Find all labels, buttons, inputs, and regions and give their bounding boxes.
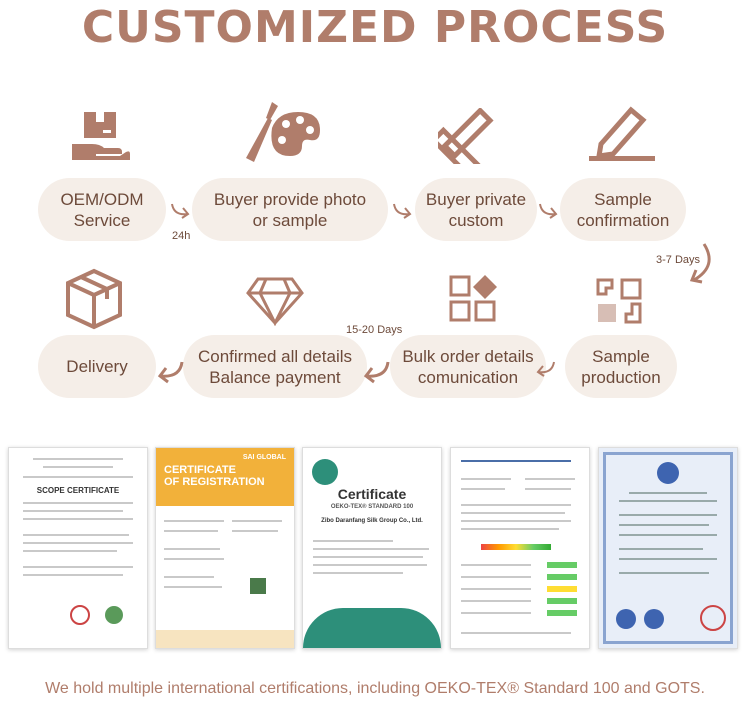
- pen-sign-icon: [589, 106, 655, 161]
- cas-logo-icon: [644, 609, 664, 629]
- step-delivery: Delivery: [38, 335, 156, 398]
- note-3-7-days: 3-7 Days: [656, 254, 701, 266]
- note-15-20-days: 15-20 Days: [346, 324, 403, 336]
- certificate-test-report: [450, 447, 590, 649]
- arrow-down-turn-icon: [689, 243, 711, 284]
- certificate-company: Zibo Daranfang Silk Group Co., Ltd.: [321, 518, 423, 524]
- arrow-right-icon: [393, 203, 412, 219]
- step-oem-odm-service: OEM/ODM Service: [38, 178, 166, 241]
- certificate-heading: SCOPE CERTIFICATE: [36, 486, 120, 495]
- footer-text: We hold multiple international certifica…: [45, 680, 705, 697]
- certificate-heading: CERTIFICATE OF REGISTRATION: [164, 464, 265, 488]
- certificate-heading: Certificate: [337, 486, 407, 502]
- certificate-oeko-tex: Certificate OEKO-TEX® STANDARD 100 Zibo …: [302, 447, 442, 649]
- box-hand-icon: [72, 112, 130, 160]
- certificate-brand: SAI GLOBAL: [242, 454, 286, 461]
- certificate-registration: SAI GLOBAL CERTIFICATE OF REGISTRATION: [155, 447, 295, 649]
- diamond-icon: [246, 277, 304, 326]
- fsc-logo-icon: [250, 578, 266, 594]
- note-24h: 24h: [172, 230, 191, 242]
- shapes-icon: [596, 278, 642, 324]
- seal-icon: [70, 605, 90, 625]
- grid-diamond-icon: [449, 275, 497, 322]
- emblem-icon: [657, 462, 679, 484]
- arrow-right-icon: [171, 203, 190, 219]
- certificate-scope: SCOPE CERTIFICATE: [8, 447, 148, 649]
- certificate-standard: OEKO-TEX® STANDARD 100: [330, 504, 414, 510]
- logo-icon: [105, 606, 123, 624]
- certificate-quality-management: [598, 447, 738, 649]
- step-bulk-order-details: Bulk order details comunication: [390, 335, 546, 398]
- arrow-left-icon: [157, 361, 184, 384]
- pencil-ruler-icon: [438, 108, 494, 164]
- palette-icon: [246, 102, 320, 162]
- arrow-right-icon: [539, 203, 558, 219]
- seal-icon: [700, 605, 726, 631]
- arrow-left-icon: [363, 361, 390, 384]
- package-icon: [66, 268, 122, 330]
- page-title: CUSTOMIZED PROCESS: [81, 2, 669, 53]
- step-buyer-provide-photo: Buyer provide photo or sample: [192, 178, 388, 241]
- step-confirmed-balance-payment: Confirmed all details Balance payment: [183, 335, 367, 398]
- iaf-logo-icon: [616, 609, 636, 629]
- step-buyer-private-custom: Buyer private custom: [415, 178, 537, 241]
- arrow-left-icon: [536, 361, 555, 377]
- step-sample-confirmation: Sample confirmation: [560, 178, 686, 241]
- step-sample-production: Sample production: [565, 335, 677, 398]
- oeko-tex-logo-icon: [312, 459, 338, 485]
